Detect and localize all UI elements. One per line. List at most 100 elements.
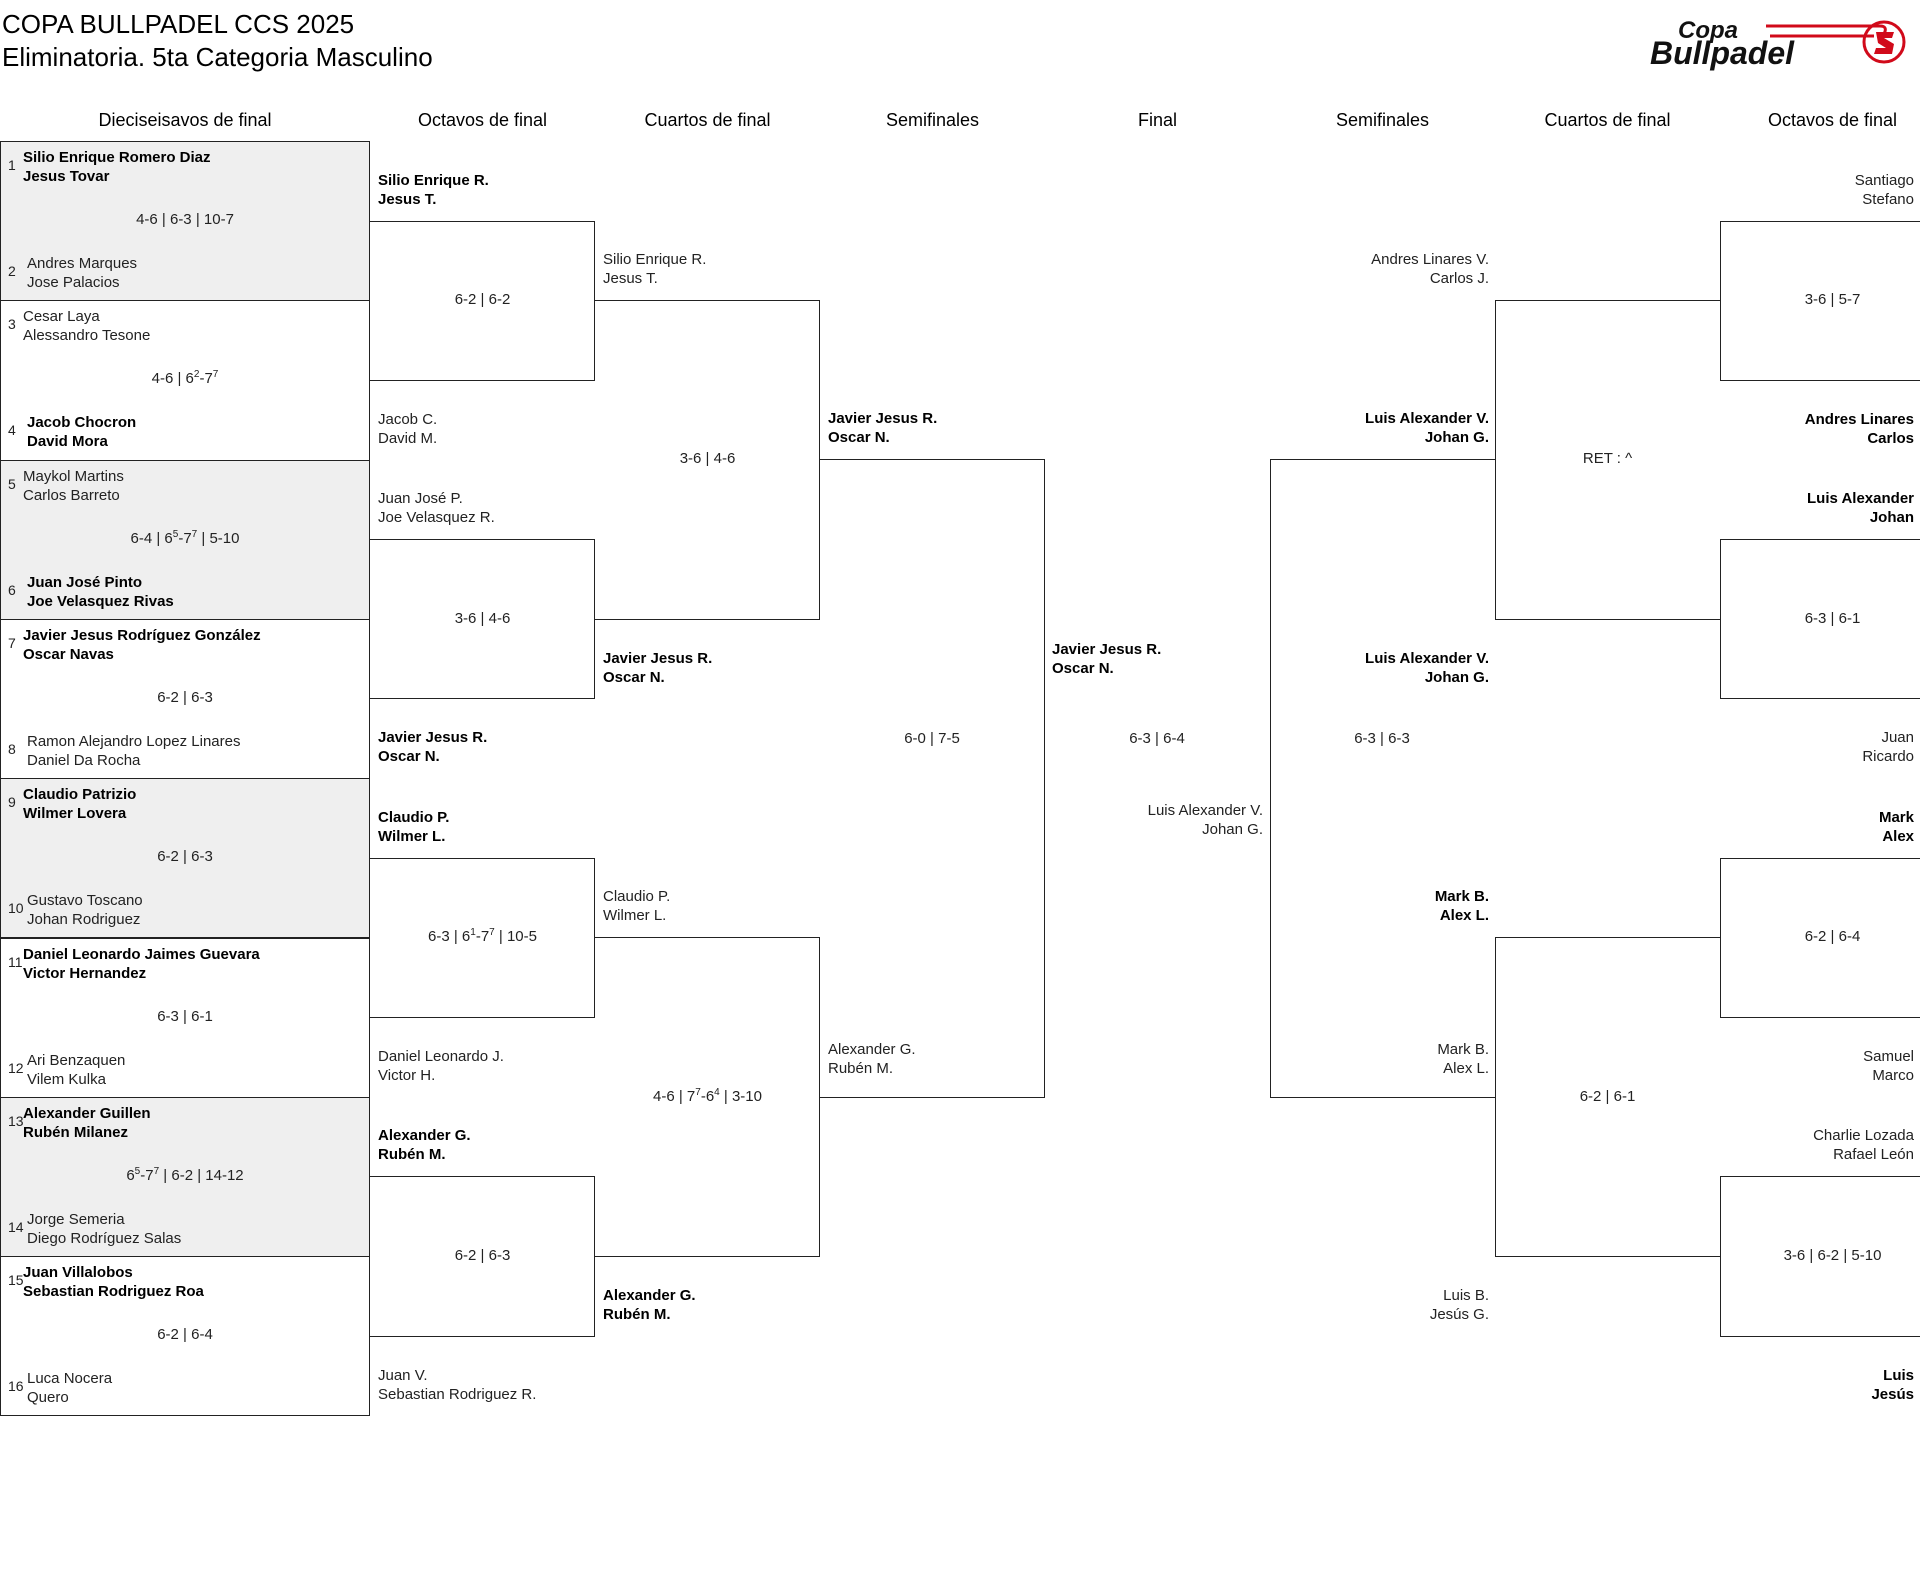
player-name: Johan (1869, 509, 1914, 527)
player-name: Luis Alexander (1807, 490, 1914, 508)
player-name: Javier Jesus R. (603, 649, 713, 667)
bracket-connector (370, 857, 595, 1018)
player-name: Juan (1881, 729, 1914, 747)
match-score: 4-6 | 62-77 (65, 369, 305, 389)
score-superscript: 4 (714, 1086, 720, 1098)
score-part: 6-3 | 6 (428, 928, 471, 946)
team-pair: Javier Jesus R.Oscar N. (828, 409, 1043, 447)
team-pair: Silio Enrique R.Jesus T. (378, 171, 593, 209)
match-box (0, 1096, 370, 1258)
player-name: Wilmer L. (603, 907, 667, 925)
player-name: Jacob Chocron (27, 414, 137, 432)
player-name: David Mora (27, 433, 108, 451)
player-name: Joe Velasquez R. (378, 509, 495, 527)
player-name: Alex (1882, 827, 1914, 845)
team-pair: Jacob C.David M. (378, 410, 593, 448)
title-line-2: Eliminatoria. 5ta Categoria Masculino (2, 42, 433, 72)
player-name: Johan G. (1424, 668, 1489, 686)
player-name: Johan Rodriguez (27, 911, 141, 929)
seed-number: 2 (8, 263, 16, 279)
player-name: Daniel Leonardo Jaimes Guevara (23, 945, 260, 963)
player-name: Sebastian Rodriguez R. (378, 1385, 537, 1403)
seed-number: 13 (8, 1112, 24, 1129)
player-name: Andres Marques (27, 255, 138, 272)
bracket-connector (370, 539, 595, 700)
player-name: Javier Jesus R. (828, 410, 938, 428)
score-part: 6-2 | 6-1 (1579, 1087, 1636, 1105)
match-box (0, 1256, 370, 1417)
player-name: Alexander G. (378, 1127, 471, 1145)
player-name: Sebastian Rodriguez Roa (23, 1283, 204, 1301)
player-name: Ricardo (1862, 748, 1914, 766)
player-name: Ramon Alejandro Lopez Linares (27, 732, 241, 750)
score-superscript: 7 (212, 369, 219, 381)
player-name: Rubén M. (378, 1146, 446, 1164)
bracket-connector (1720, 539, 1920, 700)
team-pair: Alexander G.Rubén M. (378, 1126, 593, 1164)
player-name: Jorge Semeria (27, 1210, 125, 1228)
team-pair: Luis B.Jesús G. (1274, 1286, 1489, 1324)
player-name: Vilem Kulka (27, 1070, 106, 1088)
score-part: | 10-5 (494, 928, 537, 946)
player-name: Rafael León (1833, 1146, 1914, 1164)
seed-number: 6 (8, 581, 16, 598)
match-score: 65-77 | 6-2 | 14-12 (65, 1166, 305, 1186)
score-part: -7 (199, 370, 213, 388)
logo-word-copa: Copa (1678, 17, 1738, 44)
score-part: 6-3 | 6-1 (157, 1007, 213, 1025)
team-pair: Daniel Leonardo J.Victor H. (378, 1047, 593, 1085)
score-part: | 6-2 | 14-12 (159, 1166, 244, 1184)
bracket-connector (370, 220, 595, 381)
player-name: Javier Jesus Rodríguez González (23, 626, 261, 644)
player-name: Cesar Laya (23, 308, 100, 326)
player-name: Oscar N. (378, 748, 440, 766)
score-part: -7 (140, 1166, 154, 1184)
seed-number: 14 (8, 1218, 24, 1235)
player-name: Oscar N. (1052, 660, 1114, 677)
player-name: Claudio P. (378, 808, 450, 826)
score-part: RET : ^ (1582, 450, 1633, 468)
player-name: Jose Palacios (27, 274, 120, 291)
logo-word-bullpadel: Bullpadel (1650, 35, 1795, 71)
round-header: Cuartos de final (1544, 110, 1671, 130)
team-pair: Javier Jesus R.Oscar N. (378, 728, 593, 766)
bracket-connector (370, 1176, 595, 1337)
bracket-connector (595, 937, 820, 1257)
player-name: Maykol Martins (23, 467, 124, 485)
team-pair: Javier Jesus R.Oscar N. (603, 649, 818, 687)
team-pair: Mark B.Alex L. (1274, 1040, 1489, 1078)
score-part: -7 (475, 928, 490, 946)
seed-number: 1 (8, 157, 16, 173)
score-part: 6-3 | 6-1 (1804, 609, 1861, 627)
score-superscript: 7 (191, 528, 198, 540)
player-name: Luis Alexander V. (1365, 649, 1489, 667)
player-name: Alessandro Tesone (23, 327, 151, 345)
player-name: Johan G. (1424, 429, 1489, 447)
match-score: 3-6 | 5-7 (1713, 290, 1920, 310)
team-pair: Luis Alexander V.Johan G. (1274, 649, 1489, 687)
team-pair: Silio Enrique R.Jesus T. (603, 250, 818, 288)
team-pair: Claudio P.Wilmer L. (603, 887, 818, 925)
match-score: 6-2 | 6-2 (363, 290, 603, 310)
player-name: Juan Villalobos (23, 1264, 133, 1282)
score-part: 6-2 | 6-3 (157, 688, 213, 706)
match-box (0, 778, 370, 939)
team-pair: Andres Linares V.Carlos J. (1274, 250, 1489, 288)
player-name: Luca Nocera (27, 1370, 113, 1388)
bracket-connector (1495, 300, 1720, 620)
score-part: 3-6 | 4-6 (454, 609, 511, 627)
player-name: Quero (27, 1389, 69, 1407)
round-header: Cuartos de final (644, 110, 771, 130)
round-header: Semifinales (885, 110, 980, 130)
team-pair: Mark B.Alex L. (1274, 887, 1489, 925)
bracket-connector (1270, 459, 1495, 1098)
